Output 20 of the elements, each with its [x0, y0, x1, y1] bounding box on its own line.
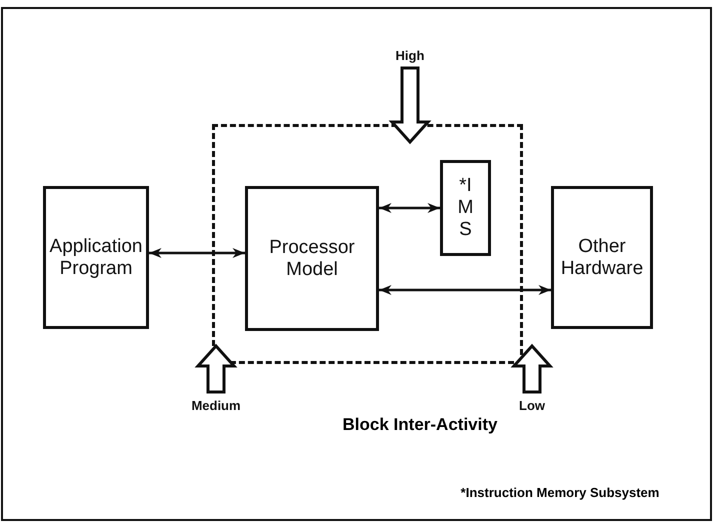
caption-text: Block Inter-Activity — [342, 414, 498, 436]
block-arrow — [388, 66, 432, 144]
level-label: High — [388, 46, 432, 64]
box-label: Other Hardware — [560, 236, 644, 280]
level-label: Low — [512, 396, 552, 414]
arrow — [149, 248, 245, 258]
box-label: Application Program — [48, 236, 144, 280]
block-box — [245, 186, 379, 331]
block-box — [551, 186, 653, 329]
footnote-text: *Instruction Memory Subsystem — [460, 484, 660, 502]
dashed-boundary — [212, 124, 523, 364]
block-box — [43, 186, 149, 329]
block-arrow — [510, 344, 554, 394]
block-box — [440, 160, 491, 256]
box-label: Processor Model — [268, 236, 356, 280]
box-label: *I M S — [456, 175, 474, 241]
level-label: Medium — [188, 396, 244, 414]
arrow — [379, 203, 440, 213]
block-arrow — [194, 344, 238, 394]
arrow — [379, 285, 551, 295]
